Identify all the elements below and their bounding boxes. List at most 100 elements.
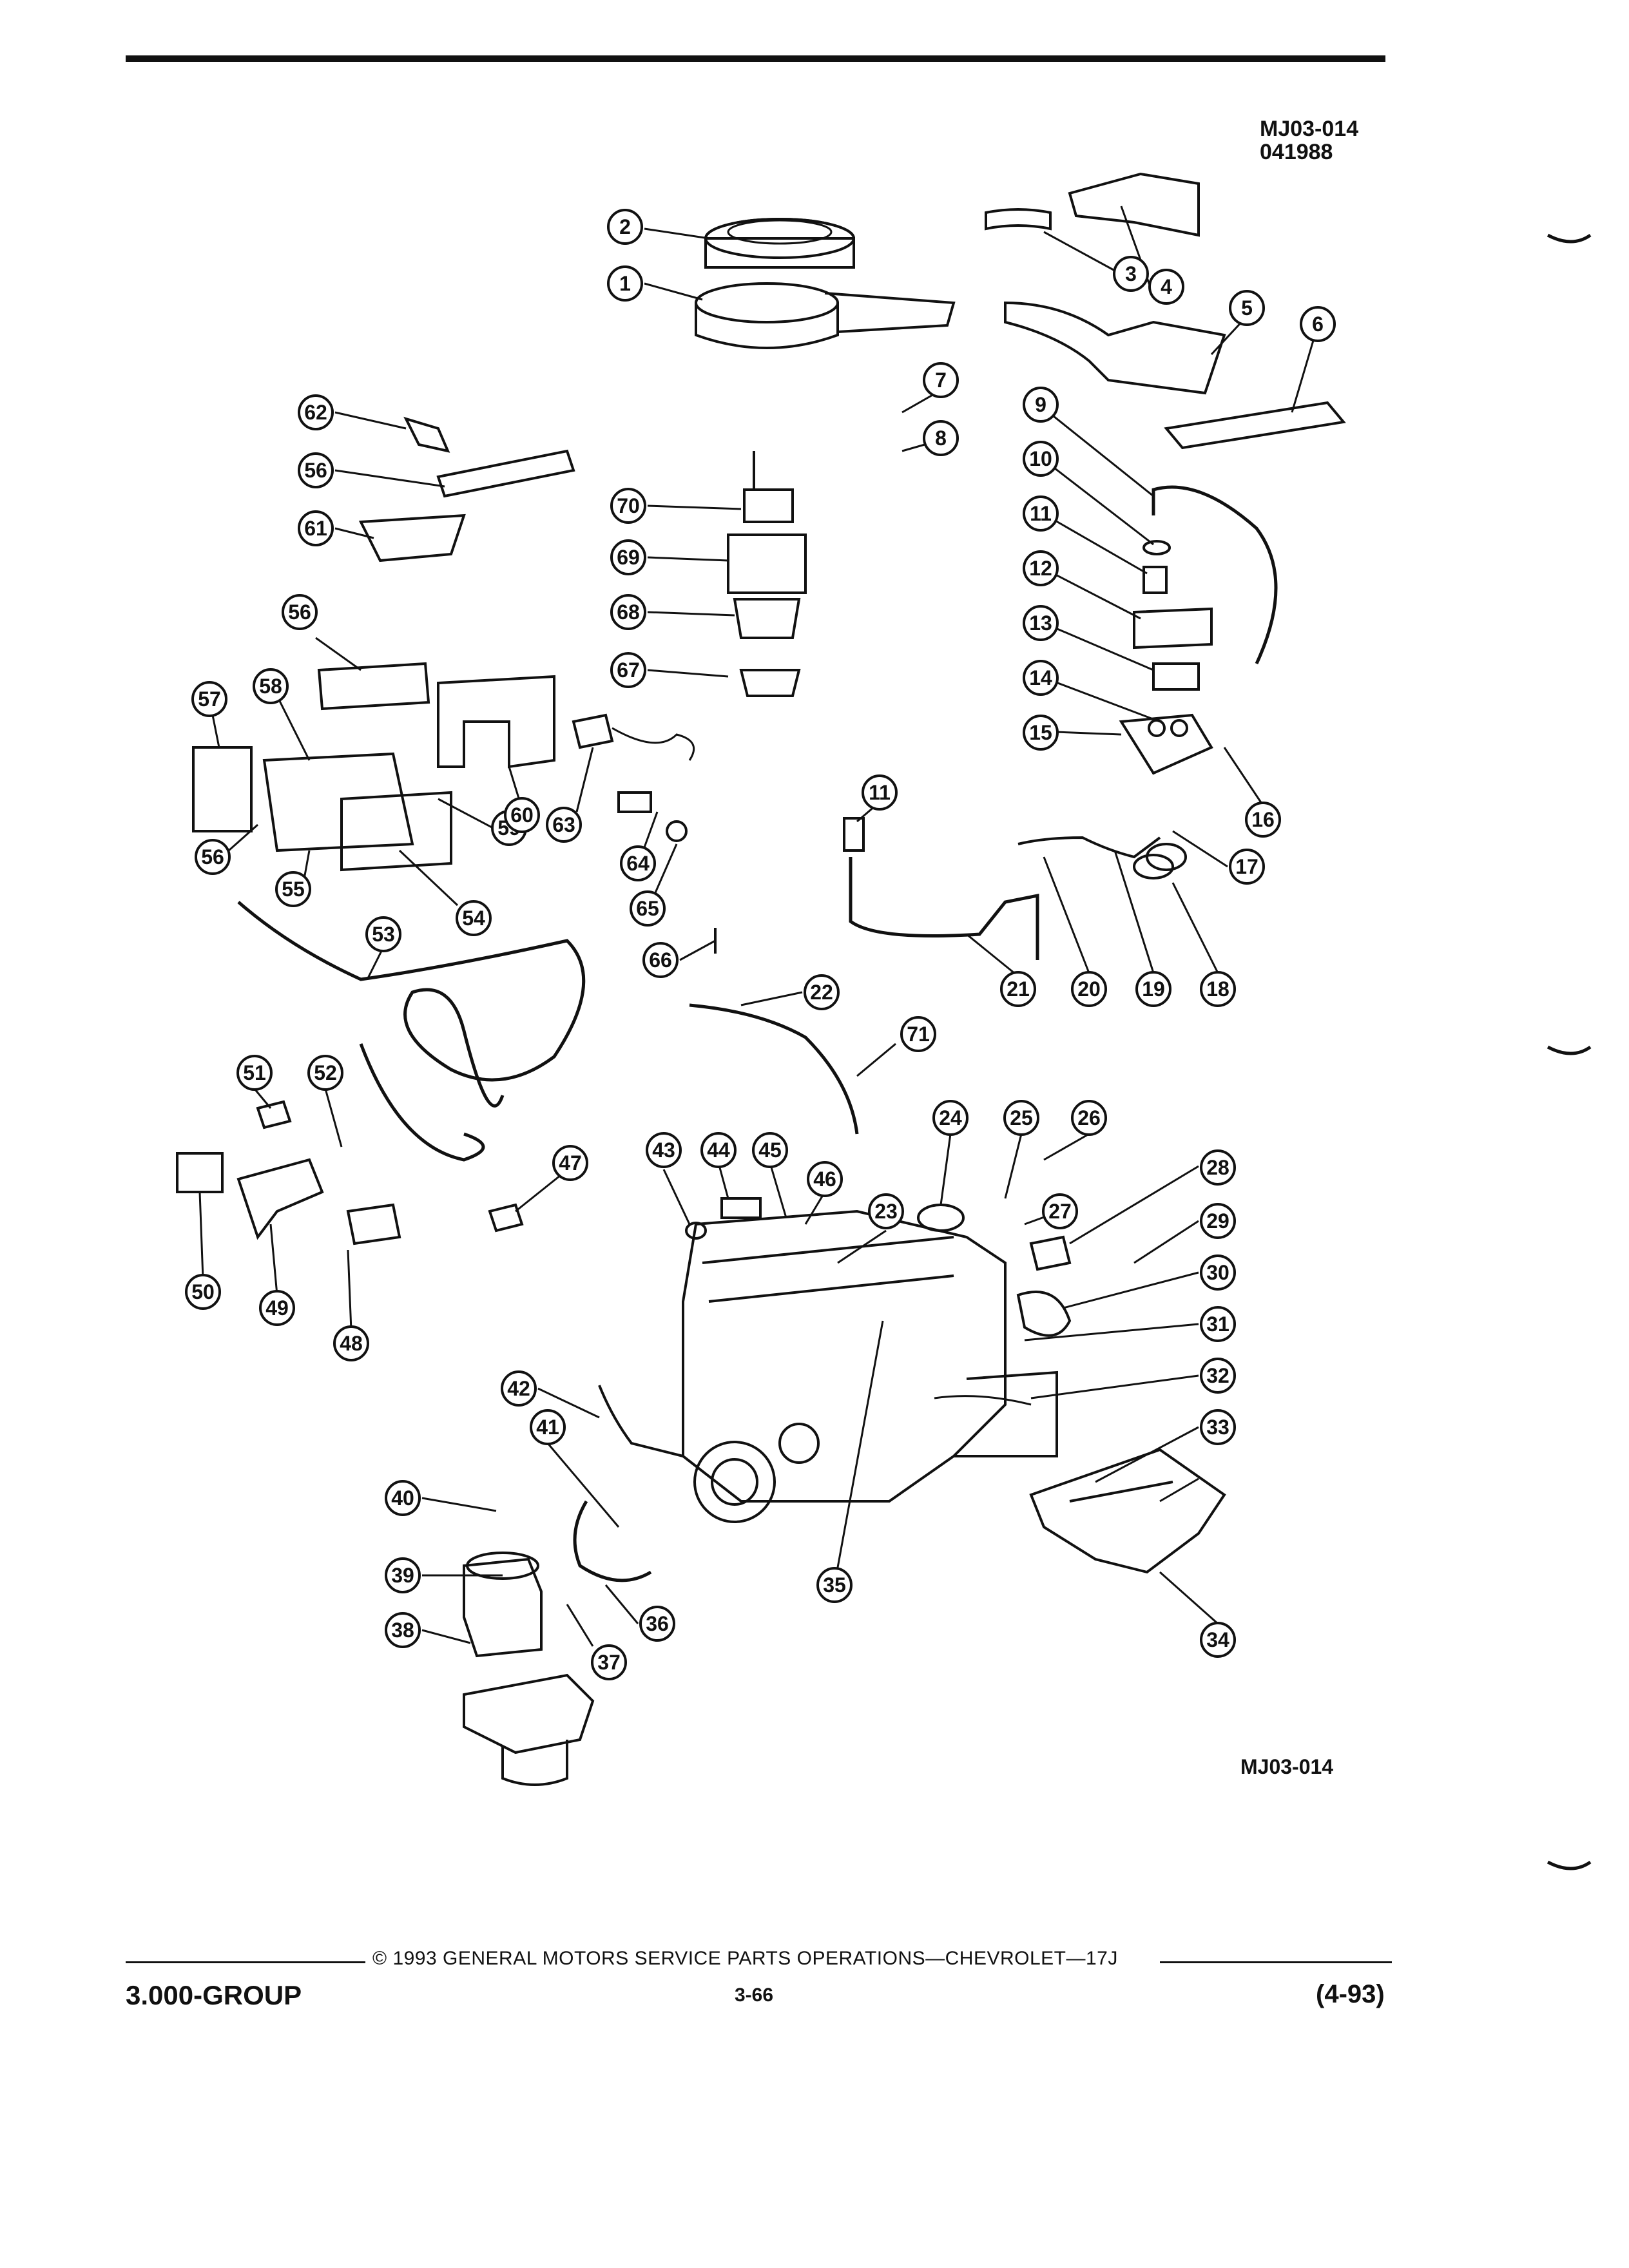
callout-number-21: 21 xyxy=(1007,977,1030,1001)
callout-circle-34 xyxy=(1200,1622,1236,1658)
footer-group: 3.000-GROUP xyxy=(126,1980,302,2010)
callout-number-22: 22 xyxy=(810,981,833,1004)
figure-date: 041988 xyxy=(1260,140,1333,164)
callout-circle-69 xyxy=(610,539,646,575)
callout-circle-40 xyxy=(385,1480,421,1516)
callout-number-2: 2 xyxy=(619,215,631,238)
callout-number-15: 15 xyxy=(1029,721,1052,744)
callout-circle-45 xyxy=(752,1132,788,1168)
callout-number-17: 17 xyxy=(1235,855,1258,878)
callout-number-42: 42 xyxy=(507,1377,530,1400)
callout-number-10: 10 xyxy=(1029,447,1052,470)
callout-number-11: 11 xyxy=(869,781,891,804)
callout-number-60: 60 xyxy=(510,803,534,827)
callout-number-25: 25 xyxy=(1010,1106,1033,1129)
callout-number-54: 54 xyxy=(462,907,485,930)
callout-circle-6 xyxy=(1300,306,1336,342)
callout-circle-22 xyxy=(804,974,840,1010)
callout-circle-12 xyxy=(1023,550,1059,586)
callout-number-65: 65 xyxy=(636,897,659,920)
callout-number-33: 33 xyxy=(1206,1416,1229,1439)
callout-circle-14 xyxy=(1023,660,1059,696)
callout-number-70: 70 xyxy=(617,494,640,517)
callout-circle-56 xyxy=(298,452,334,488)
callout-circle-28 xyxy=(1200,1149,1236,1186)
figure-code: MJ03-014 xyxy=(1260,117,1359,141)
callout-circle-18 xyxy=(1200,971,1236,1007)
callout-number-56: 56 xyxy=(288,601,311,624)
footer-date: (4-93) xyxy=(1316,1980,1385,2008)
footer-rule-right xyxy=(1160,1961,1392,1963)
callout-circle-24 xyxy=(932,1100,969,1136)
air-cleaner-housing xyxy=(695,282,839,323)
callout-number-19: 19 xyxy=(1142,977,1165,1001)
callout-circle-33 xyxy=(1200,1409,1236,1445)
callout-circle-66 xyxy=(642,942,679,978)
callout-circle-56 xyxy=(195,839,231,875)
callout-circle-48 xyxy=(333,1325,369,1361)
callout-circle-11 xyxy=(1023,495,1059,532)
callout-number-49: 49 xyxy=(265,1296,289,1320)
callout-number-13: 13 xyxy=(1029,611,1052,635)
heat-shield xyxy=(1164,401,1346,450)
footer-page-number: 3-66 xyxy=(735,1984,774,2006)
callout-number-20: 20 xyxy=(1077,977,1101,1001)
callout-number-8: 8 xyxy=(935,427,947,450)
callout-circle-5 xyxy=(1229,290,1265,326)
callout-circle-63 xyxy=(546,807,582,843)
callout-circle-71 xyxy=(900,1016,936,1052)
callout-number-34: 34 xyxy=(1206,1628,1229,1651)
callout-circle-16 xyxy=(1245,802,1281,838)
callout-number-68: 68 xyxy=(617,601,640,624)
callout-circle-2 xyxy=(607,209,643,245)
callout-circle-8 xyxy=(923,420,959,456)
callout-circle-26 xyxy=(1071,1100,1107,1136)
callout-circle-30 xyxy=(1200,1254,1236,1291)
callout-circle-54 xyxy=(456,900,492,936)
callout-circle-4 xyxy=(1148,269,1184,305)
callout-number-61: 61 xyxy=(304,517,327,540)
footer-rule-left xyxy=(126,1961,365,1963)
callout-circle-10 xyxy=(1023,441,1059,477)
callout-number-16: 16 xyxy=(1251,808,1275,831)
callout-circle-62 xyxy=(298,394,334,430)
callout-number-51: 51 xyxy=(243,1061,266,1084)
callout-circle-42 xyxy=(501,1370,537,1407)
callout-number-14: 14 xyxy=(1029,666,1052,689)
callout-number-32: 32 xyxy=(1206,1364,1229,1387)
callout-circle-39 xyxy=(385,1557,421,1593)
callout-number-6: 6 xyxy=(1312,312,1324,336)
callout-number-48: 48 xyxy=(340,1332,363,1355)
callout-number-62: 62 xyxy=(304,401,327,424)
callout-number-67: 67 xyxy=(617,658,640,682)
callout-circle-41 xyxy=(530,1409,566,1445)
callout-number-44: 44 xyxy=(707,1139,730,1162)
binding-mark xyxy=(1547,1045,1592,1055)
callout-number-12: 12 xyxy=(1029,557,1052,580)
callout-number-29: 29 xyxy=(1206,1209,1229,1233)
callout-circle-51 xyxy=(236,1055,273,1091)
callout-number-26: 26 xyxy=(1077,1106,1101,1129)
callout-number-56: 56 xyxy=(201,845,224,869)
callout-circle-27 xyxy=(1042,1193,1078,1229)
callout-circle-43 xyxy=(646,1132,682,1168)
callout-circle-70 xyxy=(610,488,646,524)
callout-number-37: 37 xyxy=(597,1651,621,1674)
callout-number-40: 40 xyxy=(391,1486,414,1510)
callout-circle-23 xyxy=(868,1193,904,1229)
binding-mark xyxy=(1547,1860,1592,1870)
callout-circle-49 xyxy=(259,1290,295,1326)
callout-circle-58 xyxy=(253,668,289,704)
callout-number-5: 5 xyxy=(1241,296,1253,320)
callout-circle-21 xyxy=(1000,971,1036,1007)
callout-number-35: 35 xyxy=(823,1573,846,1597)
callout-number-52: 52 xyxy=(314,1061,337,1084)
callout-number-3: 3 xyxy=(1125,262,1137,285)
callout-number-31: 31 xyxy=(1206,1312,1229,1336)
callout-circle-36 xyxy=(639,1606,675,1642)
callout-number-9: 9 xyxy=(1035,393,1046,416)
callout-circle-19 xyxy=(1135,971,1171,1007)
callout-circle-38 xyxy=(385,1612,421,1648)
callout-circle-3 xyxy=(1113,256,1149,292)
callout-circle-37 xyxy=(591,1644,627,1680)
